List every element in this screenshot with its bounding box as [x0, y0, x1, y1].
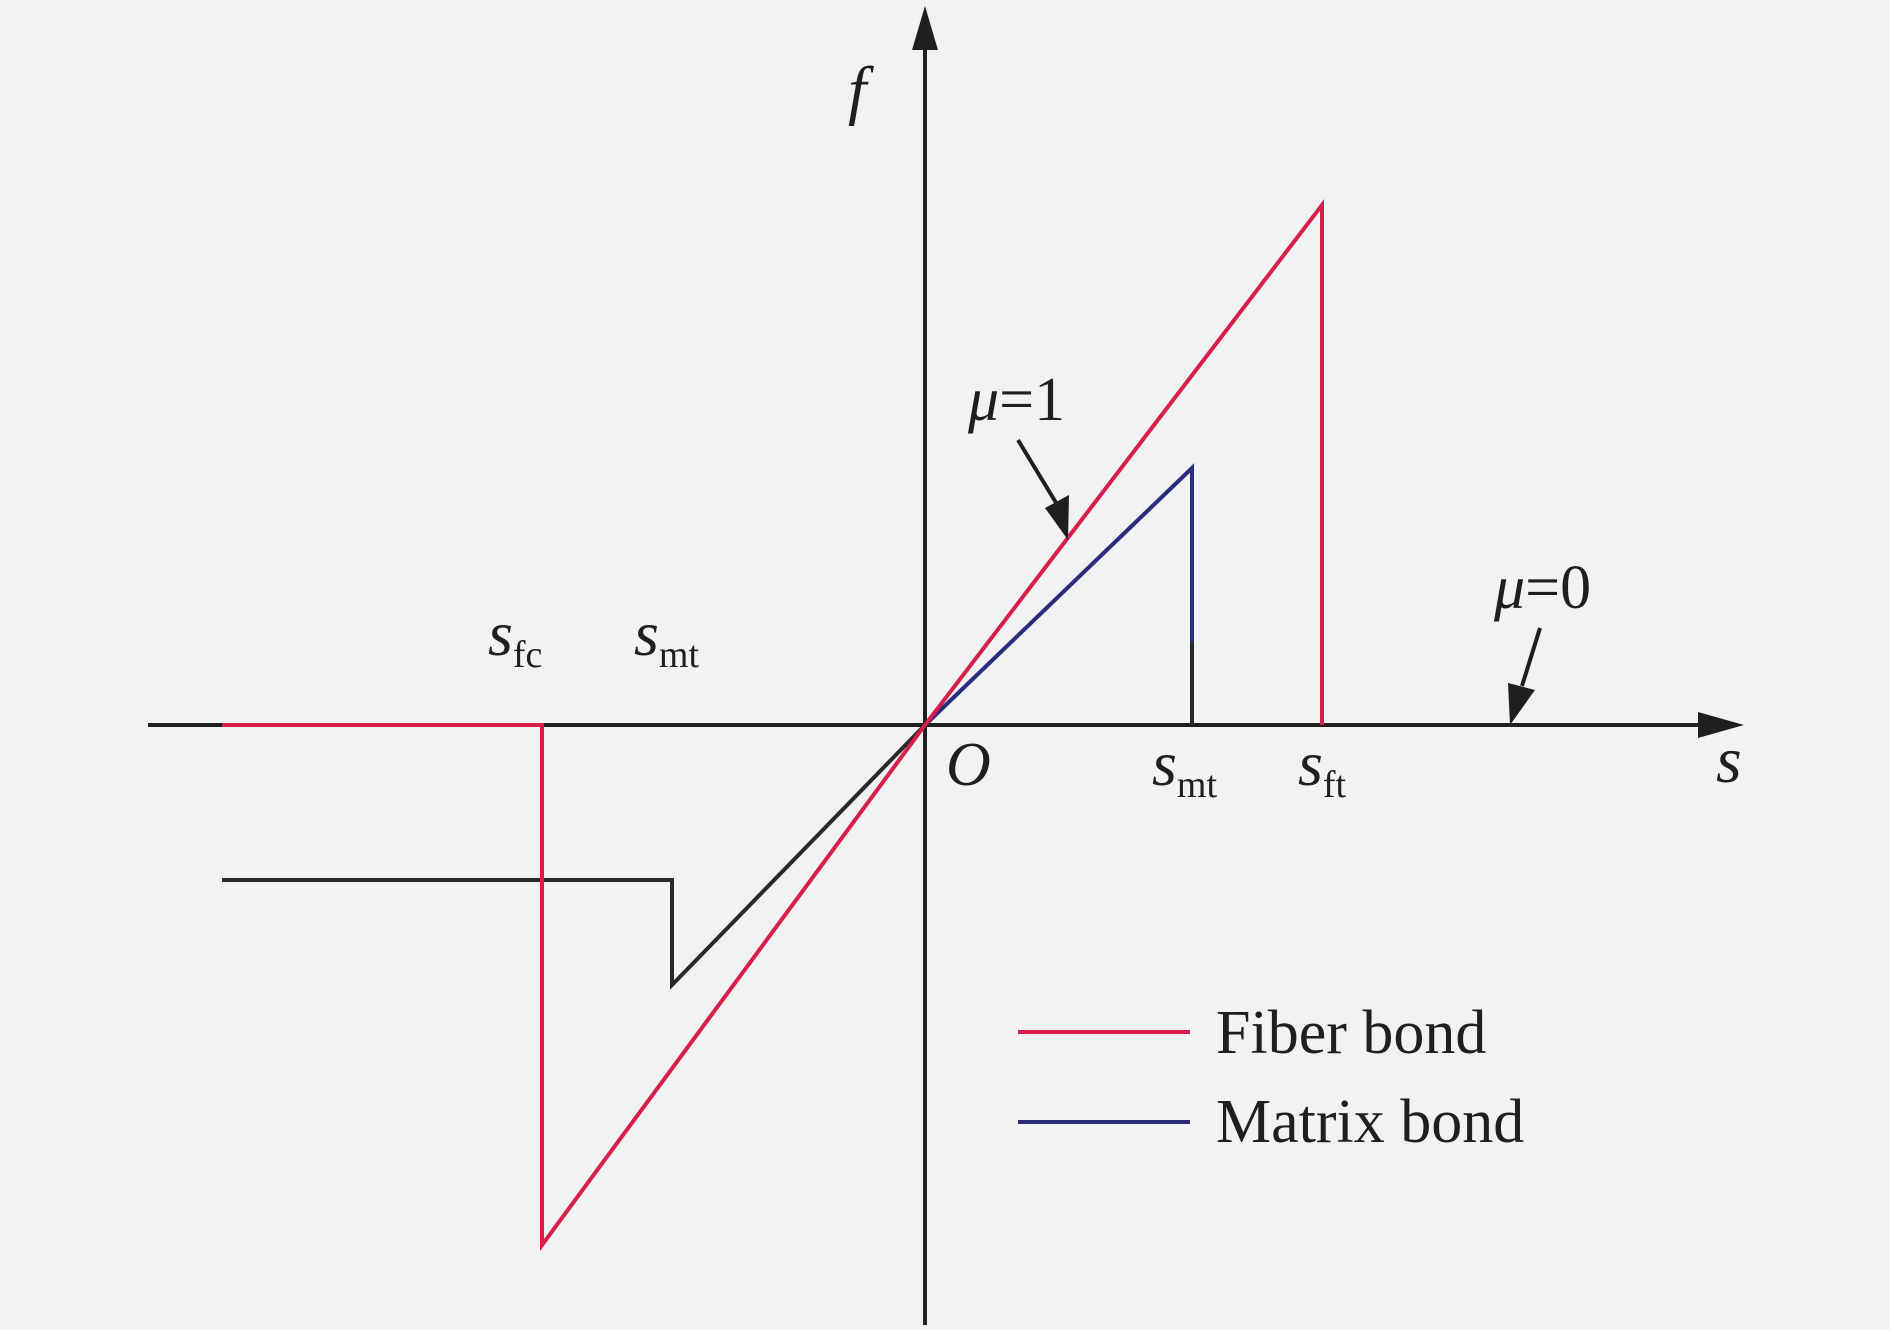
tick-sfc-main: s: [488, 598, 513, 669]
tick-label-smt-negative: smt: [634, 598, 699, 676]
tick-smt-pos-sub: mt: [1177, 764, 1218, 806]
x-axis-label: s: [1716, 724, 1742, 797]
legend-label-matrix: Matrix bond: [1216, 1088, 1524, 1156]
mu0-symbol: μ: [1493, 554, 1525, 622]
tick-sft-sub: ft: [1323, 764, 1347, 806]
tick-smt-neg-sub: mt: [659, 634, 700, 676]
mu0-arrow-icon: [1508, 683, 1535, 725]
mu0-arrow-shaft: [1520, 627, 1542, 687]
legend: Fiber bond Matrix bond: [1018, 999, 1524, 1156]
legend-label-fiber: Fiber bond: [1216, 999, 1486, 1067]
tick-smt-pos-main: s: [1152, 728, 1177, 799]
matrix-bond-curve: [222, 463, 1194, 990]
tick-sfc-sub: fc: [513, 634, 543, 676]
annotation-arrows: [1016, 438, 1542, 725]
mu1-arrow-shaft: [1016, 438, 1060, 508]
mu1-label: μ=1: [967, 366, 1065, 434]
x-axis-arrow-icon: [1698, 712, 1744, 738]
origin-label: O: [946, 731, 991, 799]
y-axis-label: f: [848, 54, 874, 127]
mu0-value: =0: [1525, 554, 1591, 622]
tick-label-smt-positive: smt: [1152, 728, 1217, 806]
y-axis-arrow-icon: [912, 6, 938, 50]
fiber-bond-curve: [222, 199, 1324, 1252]
tick-smt-neg-main: s: [634, 598, 659, 669]
fiber-bond-line: [222, 199, 1324, 1252]
tick-sft-main: s: [1298, 728, 1323, 799]
mu1-symbol: μ: [967, 366, 999, 434]
matrix-bond-positive-branch: [923, 463, 1194, 727]
tick-label-sfc: sfc: [488, 598, 542, 676]
mu1-value: =1: [999, 366, 1065, 434]
tick-label-sft: sft: [1298, 728, 1347, 806]
matrix-bond-negative-branch: [222, 723, 927, 990]
mu1-arrow-icon: [1045, 495, 1069, 540]
mu0-label: μ=0: [1493, 554, 1591, 622]
